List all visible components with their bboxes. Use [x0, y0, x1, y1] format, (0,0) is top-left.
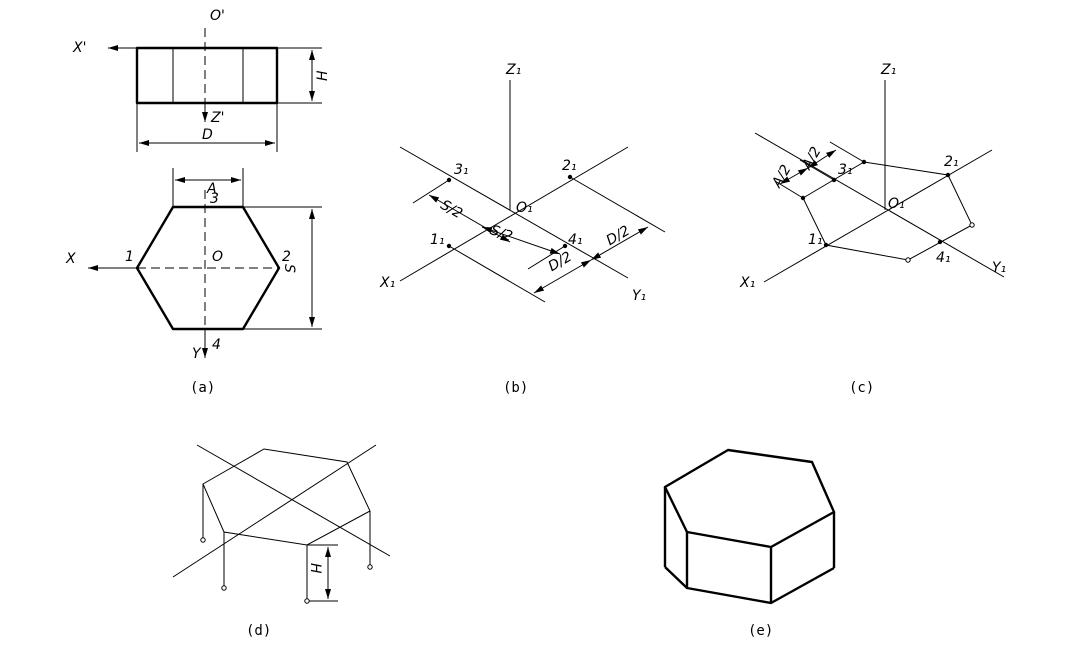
d-ext-1: [448, 245, 546, 303]
point-1: [823, 242, 829, 248]
label-point-2: 2: [282, 249, 291, 265]
label-x: X: [65, 251, 76, 267]
label-point-3: 3₁: [838, 162, 853, 178]
bottom-point-4: [367, 564, 373, 570]
s-half-dimension-2: [481, 226, 561, 255]
d-half-dimension-1: [533, 259, 592, 294]
label-x1: X₁: [379, 275, 395, 291]
view-e: (e): [663, 448, 836, 639]
point-3: [446, 177, 452, 183]
label-y1: Y₁: [992, 260, 1006, 276]
label-point-1: 1: [125, 249, 134, 265]
label-a: A: [206, 181, 217, 197]
caption-c: (c): [849, 380, 874, 396]
point-1: [446, 243, 452, 249]
label-s-half-1: S/2: [438, 197, 466, 222]
d-half-dimension-2: [590, 226, 649, 261]
point-4: [937, 239, 943, 245]
view-a: X' O' Z' H D A 3 X 1 O 2 S 4 Y (a): [65, 8, 331, 396]
label-point-1: 1₁: [808, 232, 823, 248]
label-point-3: 3: [210, 191, 219, 207]
a-ext-1: [774, 180, 804, 199]
x1-axis: [399, 146, 629, 282]
label-point-4: 4₁: [936, 250, 951, 266]
a-half-dimension-1: [779, 167, 809, 185]
label-point-3: 3₁: [454, 162, 469, 178]
caption-e: (e): [748, 623, 773, 639]
label-s: S: [281, 264, 297, 273]
label-d-half-1: D/2: [546, 249, 575, 275]
x1-axis: [763, 149, 993, 283]
label-o: O: [212, 249, 223, 265]
label-point-2: 2₁: [562, 158, 577, 174]
point-3: [831, 177, 837, 183]
label-o-prime: O': [210, 8, 225, 24]
caption-b: (b): [503, 380, 528, 396]
bottom-point-2: [221, 585, 227, 591]
label-d: D: [202, 127, 213, 143]
caption-d: (d): [246, 623, 271, 639]
vertex-front: [905, 257, 911, 263]
caption-a: (a): [190, 380, 215, 396]
y1-axis: [196, 444, 391, 557]
label-point-2: 2₁: [944, 154, 959, 170]
label-o1: O₁: [888, 196, 905, 212]
vertex-right-front: [969, 222, 975, 228]
label-z-prime: Z': [210, 110, 224, 126]
label-h: H: [315, 70, 331, 81]
label-a-half-2: A/2: [799, 144, 825, 173]
label-d-half-2: D/2: [604, 223, 633, 249]
label-x1: X₁: [739, 275, 755, 291]
front-view-outline: [135, 46, 279, 105]
label-h: H: [307, 563, 323, 574]
view-c: Z₁ X₁ Y₁ O₁ 2₁ 3₁ 1₁ 4₁ A/2 A/2 (c): [739, 62, 1006, 396]
s-ext-3: [412, 179, 450, 204]
a-half-dimension-2: [807, 149, 837, 169]
label-z1: Z₁: [880, 62, 896, 78]
label-x-prime: X': [72, 40, 86, 56]
bottom-point-3: [304, 598, 310, 604]
d-ext-2: [569, 176, 666, 233]
label-y1: Y₁: [632, 288, 646, 304]
point-2: [945, 172, 951, 178]
prism-top-face: [663, 448, 836, 549]
vertex-right-back: [861, 159, 867, 165]
label-point-1: 1₁: [430, 232, 445, 248]
point-4: [562, 243, 568, 249]
y1-axis: [754, 132, 1005, 278]
label-point-4: 4: [212, 337, 221, 353]
vertex-left-back: [800, 195, 806, 201]
label-s-half-2: S/2: [488, 222, 515, 245]
a-ext-3: [829, 141, 865, 163]
prism-bottom-outline: [664, 566, 835, 605]
view-d: H (d): [172, 444, 391, 639]
bottom-point-1: [200, 537, 206, 543]
point-2: [567, 174, 573, 180]
y1-axis: [399, 146, 629, 279]
label-point-4: 4₁: [568, 232, 583, 248]
view-b: Z₁ X₁ Y₁ O₁ 3₁ 2₁ 1₁ 4₁ S/2 S/2 D/2 D/2 …: [379, 62, 666, 396]
label-a-half-1: A/2: [769, 162, 795, 191]
label-o1: O₁: [516, 200, 533, 216]
x1-axis: [172, 444, 377, 578]
a-ext-2: [799, 159, 835, 181]
label-z1: Z₁: [505, 62, 521, 78]
label-y: Y: [192, 346, 202, 362]
